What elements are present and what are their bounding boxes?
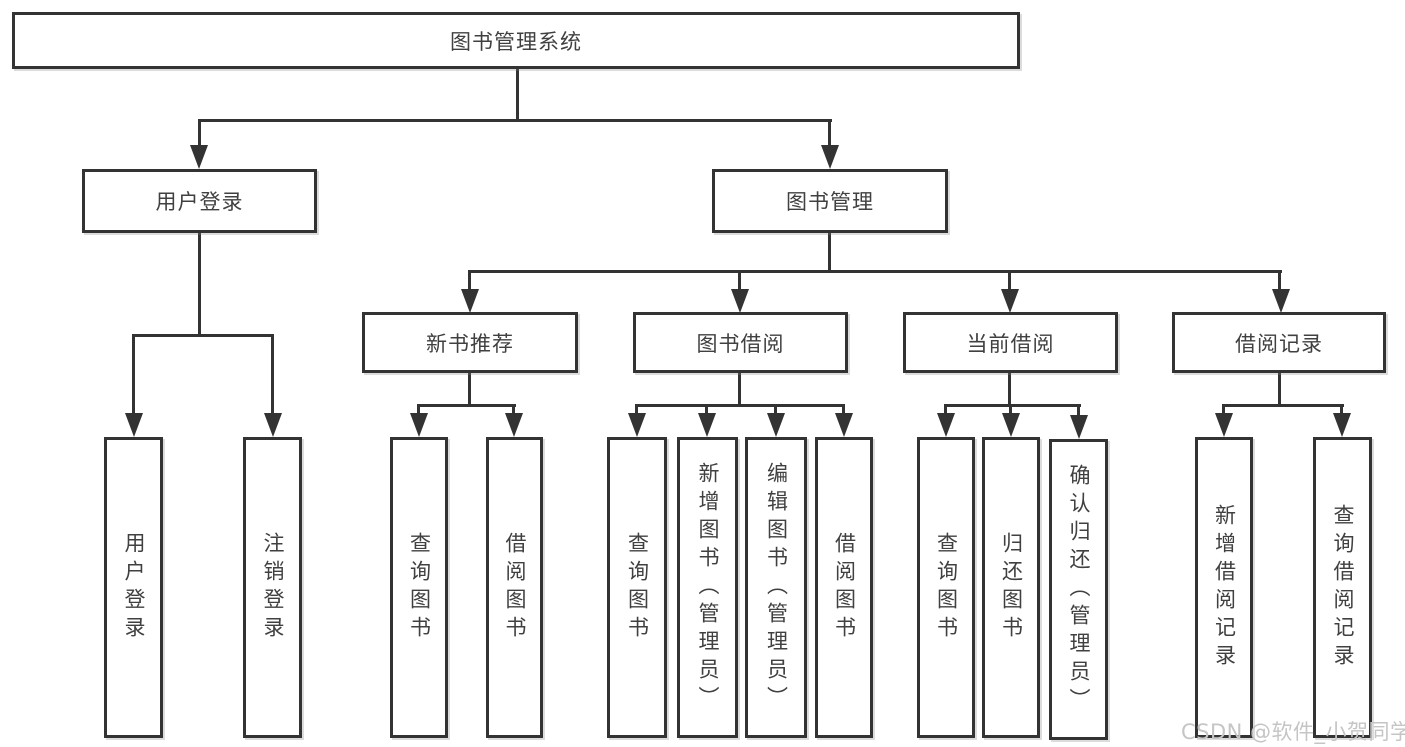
connector-line — [469, 270, 1282, 273]
connector-line — [738, 270, 741, 292]
node-label: 查询借阅记录 — [1331, 503, 1355, 672]
connector-line — [636, 404, 845, 407]
connector-line — [417, 404, 420, 416]
leaf-query-books-current: 查询图书 — [917, 437, 975, 738]
connector-line — [1340, 404, 1343, 416]
node-borrowing-records: 借阅记录 — [1172, 312, 1386, 373]
arrow-down-icon — [731, 289, 749, 313]
node-label: 图书管理系统 — [450, 29, 582, 54]
connector-line — [271, 334, 274, 414]
node-label: 新增借阅记录 — [1212, 503, 1237, 672]
node-label: 图书借阅 — [696, 331, 785, 356]
node-label: 借阅图书 — [832, 531, 857, 644]
connector-line — [842, 404, 845, 416]
leaf-add-book-admin: 新增图书（管理员） — [677, 437, 738, 738]
leaf-logout: 注销登录 — [243, 437, 302, 738]
arrow-down-icon — [767, 413, 785, 437]
connector-line — [132, 334, 135, 414]
connector-line — [512, 404, 515, 416]
arrow-down-icon — [835, 413, 853, 437]
connector-line — [774, 404, 777, 416]
arrow-down-icon — [698, 413, 716, 437]
arrow-down-icon — [505, 413, 523, 437]
leaf-return-books: 归还图书 — [982, 437, 1040, 738]
connector-line — [944, 404, 947, 416]
connector-line — [1222, 404, 1225, 416]
connector-line — [1008, 270, 1011, 292]
leaf-query-books-borrow: 查询图书 — [607, 437, 667, 738]
connector-line — [198, 119, 201, 149]
node-label: 借阅图书 — [503, 531, 527, 644]
connector-line — [1077, 404, 1080, 418]
connector-line — [828, 119, 831, 149]
arrow-down-icon — [190, 145, 208, 169]
leaf-borrow-books: 借阅图书 — [815, 437, 873, 738]
connector-line — [133, 334, 274, 337]
arrow-down-icon — [1001, 289, 1019, 313]
node-label: 确认归还（管理员） — [1067, 463, 1091, 716]
leaf-add-borrow-record: 新增借阅记录 — [1195, 437, 1253, 738]
connector-line — [468, 270, 471, 292]
connector-line — [945, 404, 1081, 407]
node-label: 当前借阅 — [966, 331, 1055, 356]
connector-line — [418, 404, 516, 407]
connector-line — [705, 404, 708, 416]
node-label: 查询图书 — [625, 531, 650, 644]
connector-line — [738, 372, 741, 406]
arrow-down-icon — [264, 413, 282, 437]
arrow-down-icon — [461, 289, 479, 313]
node-book-borrowing: 图书借阅 — [633, 312, 848, 373]
arrow-down-icon — [628, 413, 646, 437]
connector-line — [1223, 404, 1344, 407]
arrow-down-icon — [1272, 289, 1290, 313]
node-label: 用户登录 — [155, 190, 244, 214]
arrow-down-icon — [1070, 415, 1088, 439]
node-label: 新书推荐 — [426, 331, 514, 356]
node-label: 用户登录 — [122, 531, 146, 644]
node-book-management: 图书管理 — [712, 169, 948, 233]
leaf-borrow-books-recommend: 借阅图书 — [486, 437, 543, 738]
leaf-user-login: 用户登录 — [104, 437, 163, 738]
leaf-edit-book-admin: 编辑图书（管理员） — [745, 437, 807, 738]
connector-line — [198, 232, 201, 337]
node-label: 归还图书 — [999, 531, 1024, 644]
leaf-confirm-return-admin: 确认归还（管理员） — [1049, 439, 1108, 740]
connector-line — [1278, 372, 1281, 406]
arrow-down-icon — [125, 413, 143, 437]
node-label: 图书管理 — [786, 190, 874, 214]
node-label: 新增图书（管理员） — [696, 461, 720, 714]
arrow-down-icon — [821, 145, 839, 169]
leaf-query-borrow-record: 查询借阅记录 — [1313, 437, 1372, 738]
node-label: 编辑图书（管理员） — [764, 461, 789, 714]
node-user-login: 用户登录 — [82, 169, 317, 233]
node-label: 注销登录 — [261, 531, 285, 644]
node-label: 借阅记录 — [1235, 331, 1323, 356]
csdn-watermark: CSDN @软件_小贺同学 — [1181, 720, 1405, 744]
node-library-management-system: 图书管理系统 — [12, 12, 1020, 69]
connector-line — [468, 372, 471, 406]
node-current-borrowing: 当前借阅 — [903, 312, 1118, 373]
arrow-down-icon — [937, 413, 955, 437]
node-new-book-recommendation: 新书推荐 — [362, 312, 578, 373]
arrow-down-icon — [410, 413, 428, 437]
node-label: 查询图书 — [407, 531, 432, 644]
connector-line — [828, 232, 831, 273]
connector-line — [198, 119, 832, 122]
arrow-down-icon — [1215, 413, 1233, 437]
connector-line — [635, 404, 638, 416]
leaf-query-books-recommend: 查询图书 — [390, 437, 448, 738]
arrow-down-icon — [1333, 413, 1351, 437]
connector-line — [1009, 404, 1012, 416]
connector-line — [516, 69, 519, 121]
connector-line — [1008, 372, 1011, 406]
connector-line — [1278, 270, 1281, 292]
node-label: 查询图书 — [934, 531, 959, 644]
arrow-down-icon — [1002, 413, 1020, 437]
